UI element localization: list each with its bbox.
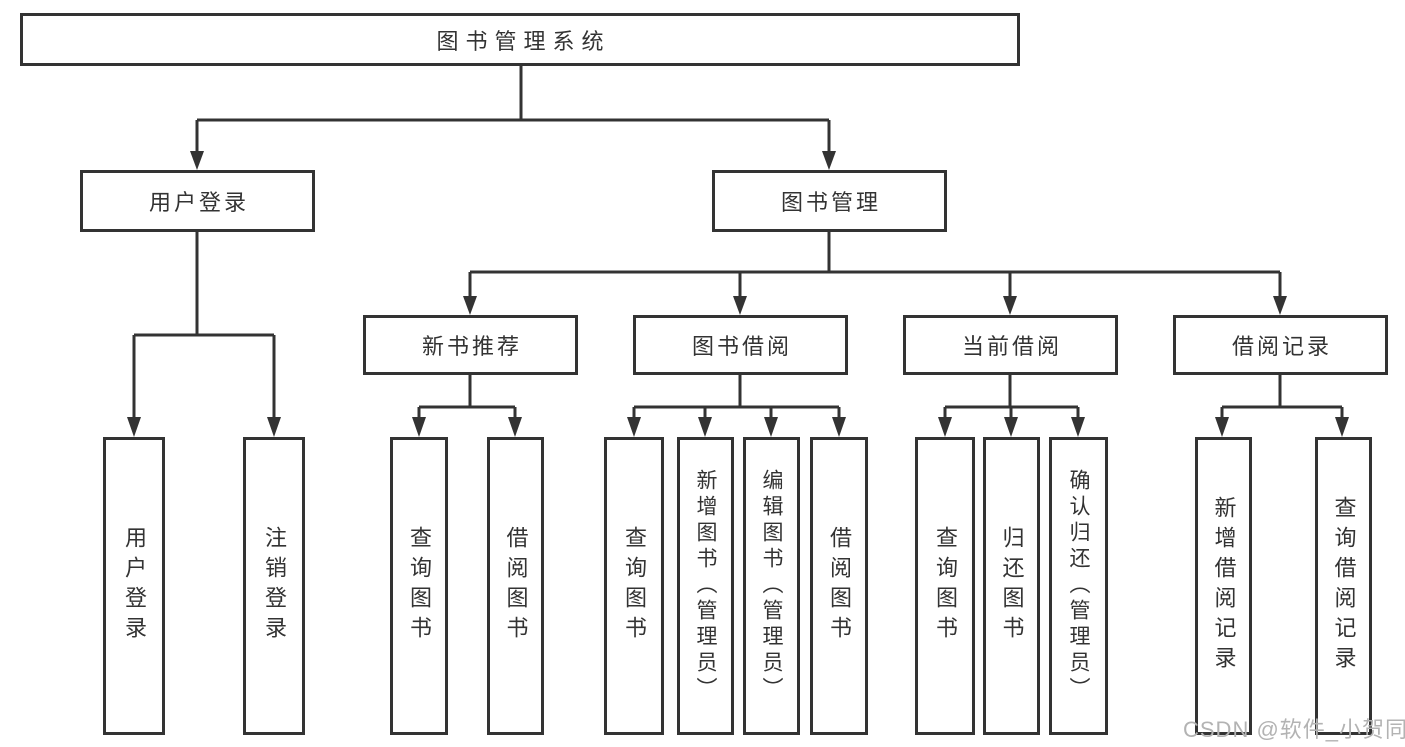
- node-book-management: 图书管理: [712, 170, 947, 232]
- leaf-edit-books-admin: 编辑图书（管理员）: [743, 437, 800, 735]
- leaf-query-borrow-record: 查询借阅记录: [1315, 437, 1372, 735]
- leaf-add-books-admin: 新增图书（管理员）: [677, 437, 734, 735]
- node-new-book-recommend: 新书推荐: [363, 315, 578, 375]
- node-borrow-records: 借阅记录: [1173, 315, 1388, 375]
- leaf-query-books-borrow: 查询图书: [604, 437, 664, 735]
- leaf-confirm-return-admin: 确认归还（管理员）: [1049, 437, 1108, 735]
- leaf-add-borrow-record: 新增借阅记录: [1195, 437, 1252, 735]
- leaf-user-login: 用户登录: [103, 437, 165, 735]
- leaf-query-books-recommend: 查询图书: [390, 437, 448, 735]
- node-current-borrow: 当前借阅: [903, 315, 1118, 375]
- csdn-watermark: CSDN @软件_小贺同学: [1183, 717, 1405, 742]
- leaf-borrow-books: 借阅图书: [810, 437, 868, 735]
- node-book-borrow: 图书借阅: [633, 315, 848, 375]
- leaf-logout: 注销登录: [243, 437, 305, 735]
- node-user-login: 用户登录: [80, 170, 315, 232]
- leaf-return-books: 归还图书: [983, 437, 1040, 735]
- leaf-query-books-current: 查询图书: [915, 437, 975, 735]
- node-library-management-system: 图书管理系统: [20, 13, 1020, 66]
- leaf-borrow-books-recommend: 借阅图书: [487, 437, 544, 735]
